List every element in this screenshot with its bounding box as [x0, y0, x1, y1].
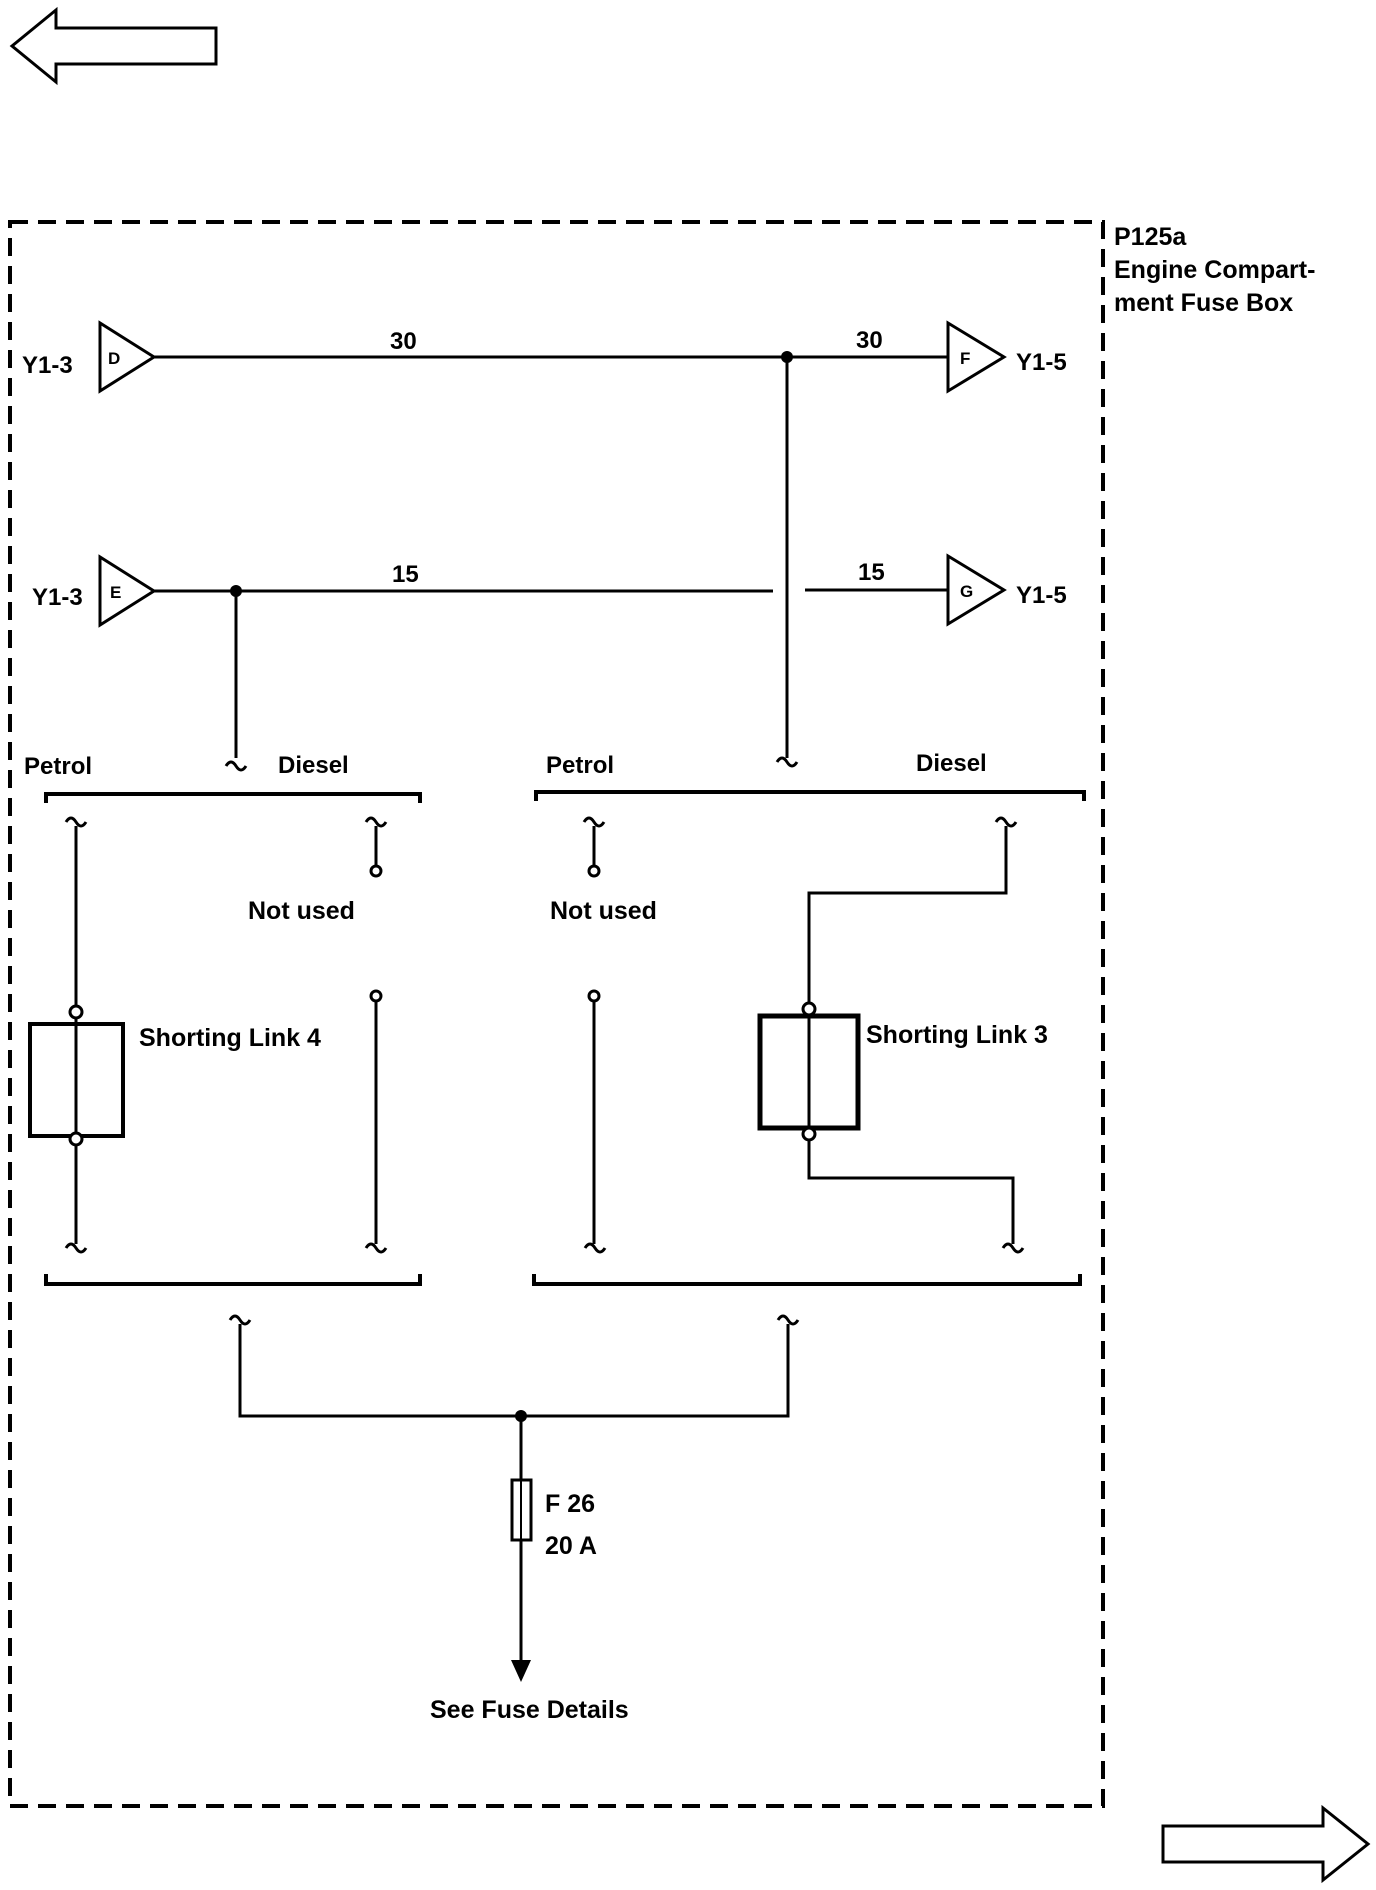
- link3-terminal-top: [801, 1001, 817, 1017]
- selector-bar-bottom-right: [532, 1274, 1082, 1286]
- fuse-box-boundary: [8, 220, 1105, 1808]
- fuse-name: F 26: [545, 1490, 595, 1518]
- label-right-petrol: Petrol: [546, 752, 614, 779]
- fuse-feed: [238, 1324, 790, 1660]
- selector-bar-top-left: [44, 792, 422, 803]
- connector-pin-e: E: [110, 583, 121, 602]
- left-diesel-not-used: [369, 826, 383, 1244]
- label-not-used-right: Not used: [550, 897, 657, 925]
- label-right-diesel: Diesel: [916, 750, 987, 777]
- forward-arrow-icon[interactable]: [1161, 1804, 1371, 1884]
- fuse-box-id: P125a: [1114, 223, 1187, 251]
- connector-e[interactable]: E: [98, 554, 157, 628]
- connector-label-y1-5-mid: Y1-5: [1016, 582, 1067, 609]
- wire-label-30-right: 30: [856, 327, 883, 354]
- selector-bar-top-right: [534, 790, 1086, 801]
- junction-fuse: [515, 1410, 527, 1422]
- label-left-petrol: Petrol: [24, 753, 92, 780]
- terminal-sockets: [64, 756, 1025, 1326]
- connector-pin-f: F: [960, 349, 970, 368]
- connector-g[interactable]: G: [946, 553, 1007, 627]
- selector-bar-bottom-left: [44, 1274, 422, 1286]
- connector-label-y1-3-top: Y1-3: [22, 352, 73, 379]
- link4-terminal-top: [68, 1004, 84, 1020]
- connector-d[interactable]: D: [98, 320, 157, 394]
- wire-30: [154, 355, 948, 758]
- link4-terminal-bottom: [68, 1131, 84, 1147]
- label-not-used-left: Not used: [248, 897, 355, 925]
- connector-pin-g: G: [960, 582, 973, 601]
- see-fuse-details-link[interactable]: See Fuse Details: [430, 1696, 629, 1724]
- wire-label-30-left: 30: [390, 328, 417, 355]
- connector-label-y1-3-mid: Y1-3: [32, 584, 83, 611]
- junction-15: [230, 585, 242, 597]
- fuse-box-name-line1: Engine Compart-: [1114, 256, 1315, 284]
- link3-terminal-bottom: [801, 1126, 817, 1142]
- connector-f[interactable]: F: [946, 320, 1007, 394]
- connector-pin-d: D: [108, 349, 120, 368]
- back-arrow-icon[interactable]: [9, 6, 218, 86]
- wire-label-15-right: 15: [858, 559, 885, 586]
- right-diesel-path: [807, 826, 1015, 1244]
- wire-label-15-left: 15: [392, 561, 419, 588]
- label-shorting-link-3: Shorting Link 3: [866, 1021, 1048, 1049]
- fuse-rating: 20 A: [545, 1532, 597, 1560]
- label-shorting-link-4: Shorting Link 4: [139, 1024, 321, 1052]
- fuse-box-name-line2: ment Fuse Box: [1114, 289, 1293, 317]
- wire-15: [154, 588, 948, 758]
- right-petrol-not-used: [587, 826, 601, 1244]
- label-left-diesel: Diesel: [278, 752, 349, 779]
- connector-label-y1-5-top: Y1-5: [1016, 349, 1067, 376]
- junction-30: [781, 351, 793, 363]
- arrow-down-icon: [511, 1660, 531, 1682]
